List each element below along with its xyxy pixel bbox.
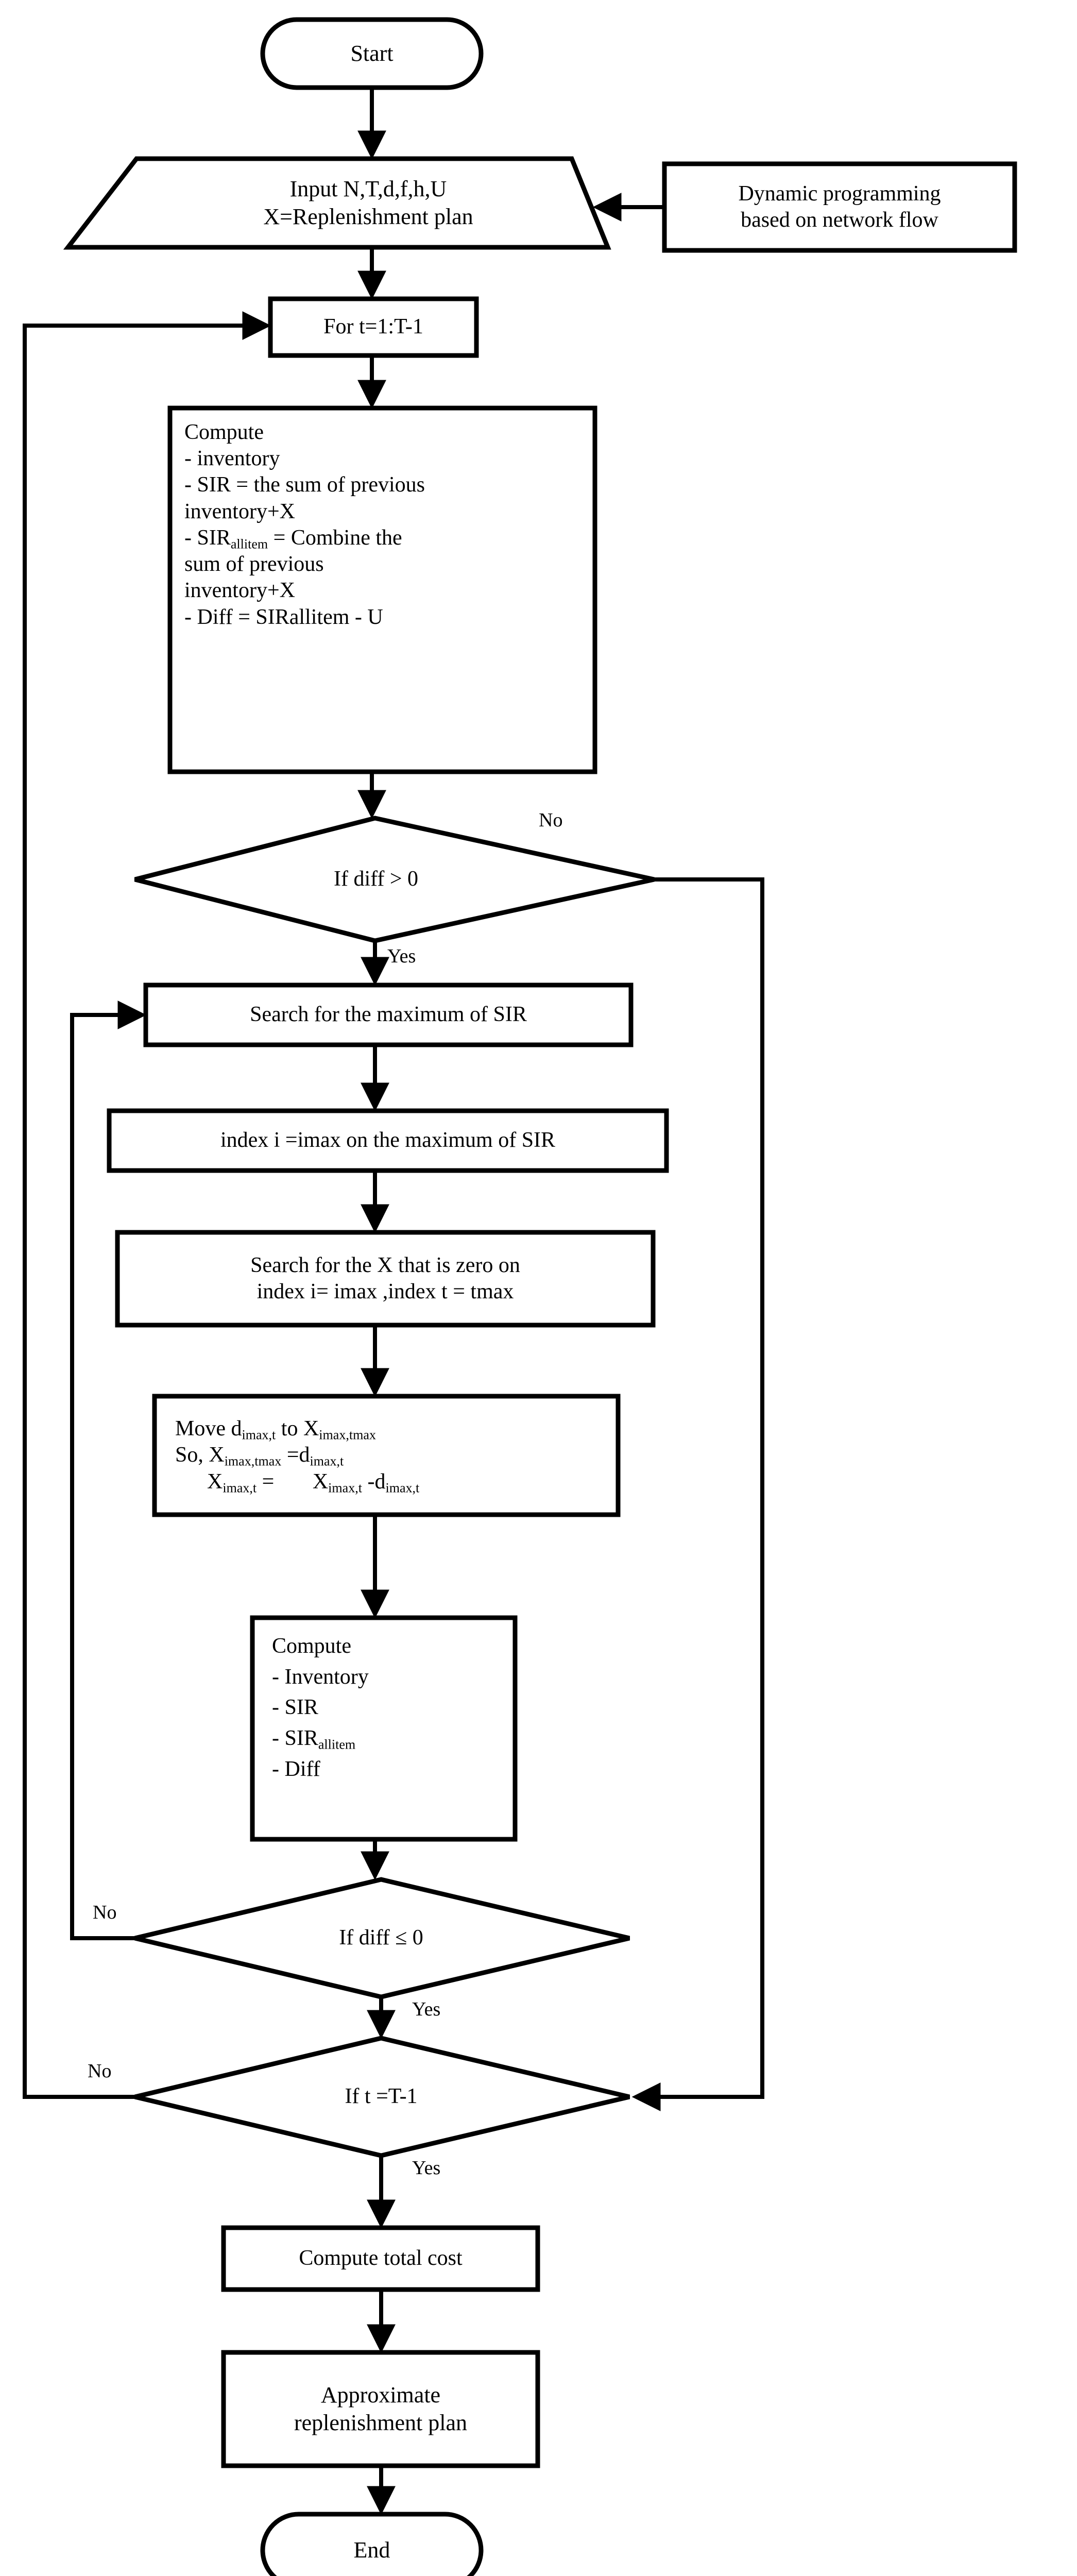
shape-compute-2[interactable]: [250, 1615, 518, 1842]
edge-label-yes-diff-le-0: Yes: [412, 1998, 441, 2020]
shape-compute-1[interactable]: [167, 405, 597, 774]
shape-compute-total-cost[interactable]: [221, 2225, 540, 2292]
edge-label-no-diff-gt-0: No: [539, 809, 563, 831]
shape-index-imax[interactable]: [107, 1108, 669, 1173]
shape-input[interactable]: [63, 156, 611, 250]
shape-dynamic-programming[interactable]: [662, 161, 1017, 253]
edge-label-no-t-eq-t-minus-1: No: [88, 2060, 112, 2082]
shape-approximate-plan[interactable]: [221, 2350, 540, 2468]
shape-search-max-sir[interactable]: [143, 982, 634, 1047]
edge-label-yes-t-eq-t-minus-1: Yes: [412, 2157, 441, 2179]
shape-start[interactable]: [260, 17, 484, 90]
edge-label-yes-diff-gt-0: Yes: [387, 945, 416, 967]
shape-decision-t-eq-t-minus-1[interactable]: [134, 2036, 630, 2158]
shape-for-loop[interactable]: [268, 296, 479, 358]
shape-decision-diff-gt-0[interactable]: [134, 816, 655, 943]
shape-end[interactable]: [260, 2512, 484, 2576]
edge-decision-diff-gt-0-no: [631, 877, 764, 2111]
shape-decision-diff-le-0[interactable]: [134, 1877, 630, 1999]
shape-search-zero-x[interactable]: [115, 1230, 656, 1328]
edge-decision-t-eq-t-minus-1-no: [23, 311, 271, 2099]
shape-move-d[interactable]: [152, 1394, 621, 1517]
edge-decision-diff-le-0-no: [70, 1001, 147, 1940]
edge-label-no-diff-le-0: No: [93, 1902, 117, 1923]
